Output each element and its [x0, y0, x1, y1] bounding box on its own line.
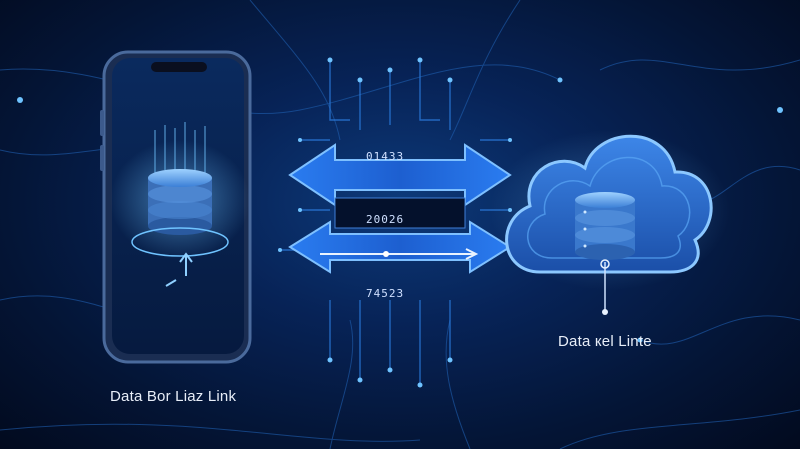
phone-caption: Data Bor Liaz Link [110, 388, 237, 405]
link-code-middle: 20026 [366, 213, 405, 226]
phone-notch [151, 62, 207, 72]
circuit-traces [280, 60, 520, 385]
code-bar [334, 197, 466, 229]
phone-database-icon [110, 122, 250, 287]
cloud-database-icon [575, 192, 635, 260]
link-code-bottom: 74523 [366, 287, 405, 300]
cloud-icon [490, 130, 730, 315]
sync-arrows [288, 143, 512, 274]
link-code-top: 01433 [366, 150, 405, 163]
cloud-caption: Data кеl Linte [558, 333, 652, 350]
